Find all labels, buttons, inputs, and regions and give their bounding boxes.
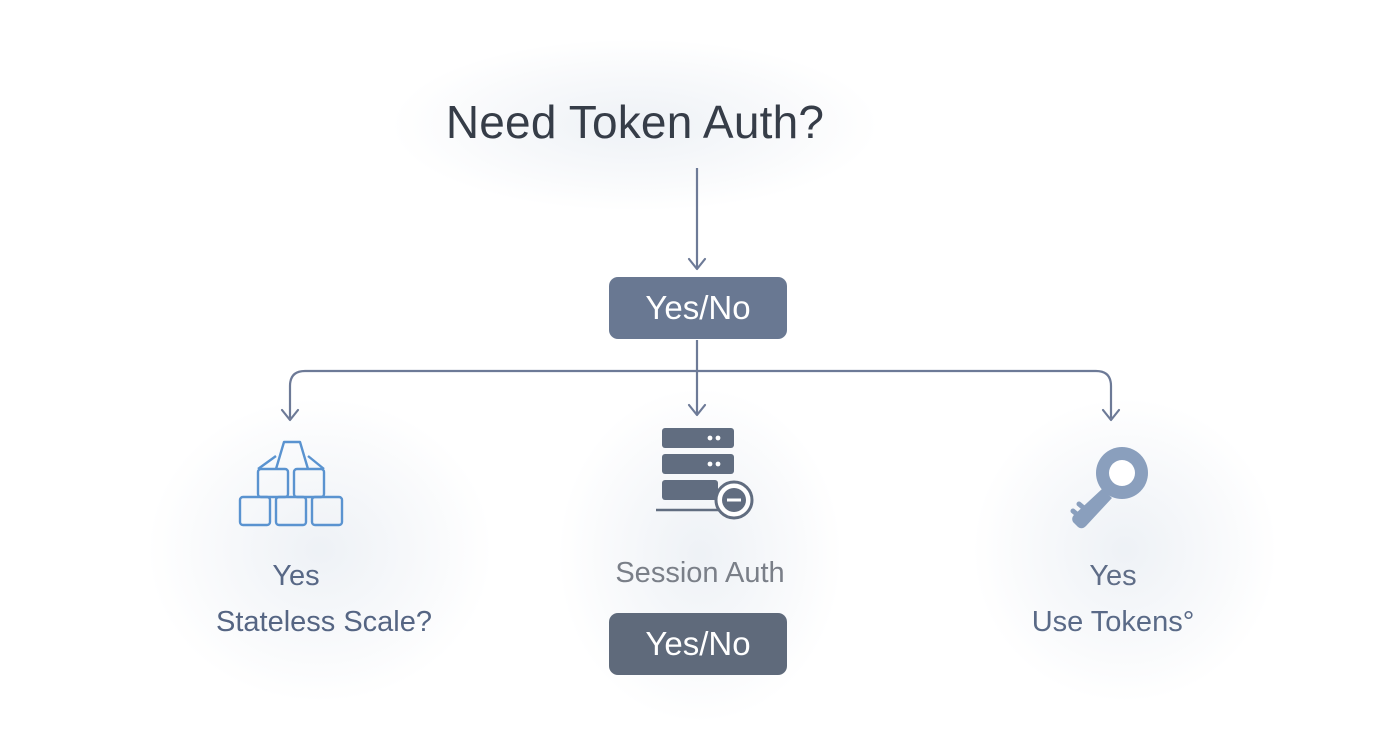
title-glow: [395, 40, 875, 210]
key-icon: [1070, 447, 1148, 529]
decision-label: Yes/No: [645, 289, 751, 326]
server-stack-icon: [656, 428, 754, 520]
diagram-title: Need Token Auth?: [445, 96, 825, 148]
session-decision-node: Yes/No: [609, 613, 787, 675]
decision-to-center-arrowhead: [687, 403, 707, 417]
session-decision-label: Yes/No: [645, 625, 751, 662]
branch-line: [288, 369, 1113, 418]
right-branch-result-label: Use Tokens°: [1031, 606, 1195, 638]
left-branch-glow: [150, 400, 490, 700]
right-branch-arrowhead: [1101, 408, 1121, 422]
decision-node: Yes/No: [609, 277, 787, 339]
center-branch-label: Session Auth: [615, 557, 785, 589]
left-branch-question-label: Stateless Scale?: [215, 606, 432, 638]
left-branch-yes-label: Yes: [272, 560, 320, 592]
left-branch-arrowhead: [280, 408, 300, 422]
stacked-blocks-icon: [238, 440, 344, 527]
title-to-decision-arrowhead: [687, 257, 707, 271]
right-branch-yes-label: Yes: [1089, 560, 1137, 592]
